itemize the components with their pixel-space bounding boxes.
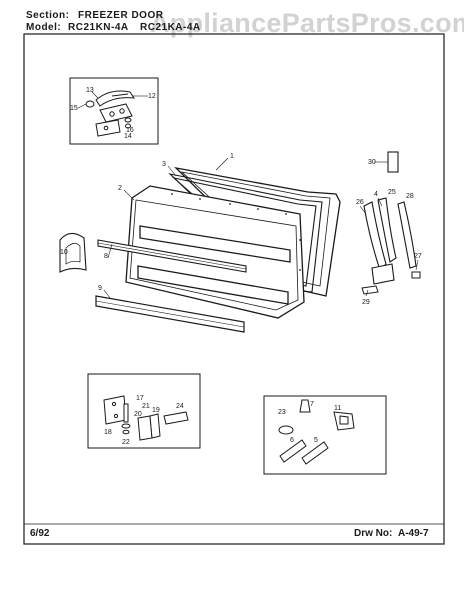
callout-11: 11 [334, 405, 341, 412]
callout-14: 14 [124, 133, 132, 140]
part-callouts: 1 2 3 4 5 6 7 8 9 10 11 12 13 14 15 16 1… [60, 87, 422, 446]
callout-17: 17 [136, 395, 144, 402]
callout-10: 10 [60, 249, 68, 256]
spacer-part [163, 411, 189, 425]
callout-2: 2 [118, 185, 122, 192]
section-label: Section: [26, 10, 70, 21]
callout-20: 20 [134, 411, 142, 418]
callout-13: 13 [86, 87, 94, 94]
callout-18: 18 [104, 429, 112, 436]
inset-box-handle-parts [69, 77, 159, 145]
callout-6: 6 [290, 437, 294, 444]
model-value-1: RC21KN-4A [68, 22, 129, 33]
callout-8: 8 [104, 253, 108, 260]
washer-part [85, 100, 132, 129]
callout-30: 30 [368, 159, 376, 166]
bracket-part [95, 119, 121, 137]
liner-screw-holes [171, 193, 301, 271]
model-value-2: RC21KA-4A [140, 22, 201, 33]
hinge-plate-part [99, 103, 133, 123]
callout-7: 7 [310, 401, 314, 408]
hinge-cover-part [387, 151, 399, 173]
callout-16: 16 [126, 127, 134, 134]
plug-button-part [278, 399, 311, 435]
callout-19: 19 [152, 407, 160, 414]
callout-23: 23 [278, 409, 286, 416]
callout-22: 22 [122, 439, 130, 446]
callout-15: 15 [70, 105, 78, 112]
callout-9: 9 [98, 285, 102, 292]
latch-clip-part [333, 411, 355, 431]
drawing-border [23, 33, 445, 545]
door-stop-parts [279, 439, 329, 465]
handle-cover-part [95, 90, 136, 107]
door-shelf-bar [97, 239, 247, 273]
callout-24: 24 [176, 403, 184, 410]
hinge-bracket-part [137, 413, 161, 441]
shelf-end-cap [59, 232, 87, 273]
callout-25: 25 [388, 189, 396, 196]
section-value: FREEZER DOOR [78, 10, 164, 21]
drawing-date: 6/92 [30, 528, 50, 539]
inset-box-small-parts [263, 395, 387, 475]
callout-26: 26 [356, 199, 364, 206]
drawing-number-label: Drw No: [354, 528, 393, 539]
shelf-front-rail [95, 295, 245, 333]
callout-29: 29 [362, 299, 370, 306]
drawing-number: A-49-7 [398, 528, 429, 539]
callout-12: 12 [148, 93, 156, 100]
hinge-pin-part [121, 403, 131, 435]
callout-28: 28 [406, 193, 414, 200]
lower-hinge-part [103, 395, 127, 425]
callout-1: 1 [230, 153, 234, 160]
callout-5: 5 [314, 437, 318, 444]
callout-27: 27 [414, 253, 422, 260]
callout-4: 4 [374, 191, 378, 198]
hinge-arm-parts [363, 197, 417, 285]
watermark: AppliancePartsPros.com [150, 8, 464, 38]
callout-leader-lines [77, 91, 419, 299]
shim-part [361, 271, 421, 295]
callout-3: 3 [162, 161, 166, 168]
door-liner [125, 185, 305, 319]
inset-box-hinge-parts [87, 373, 201, 449]
model-label: Model: [26, 22, 62, 33]
callout-21: 21 [142, 403, 150, 410]
